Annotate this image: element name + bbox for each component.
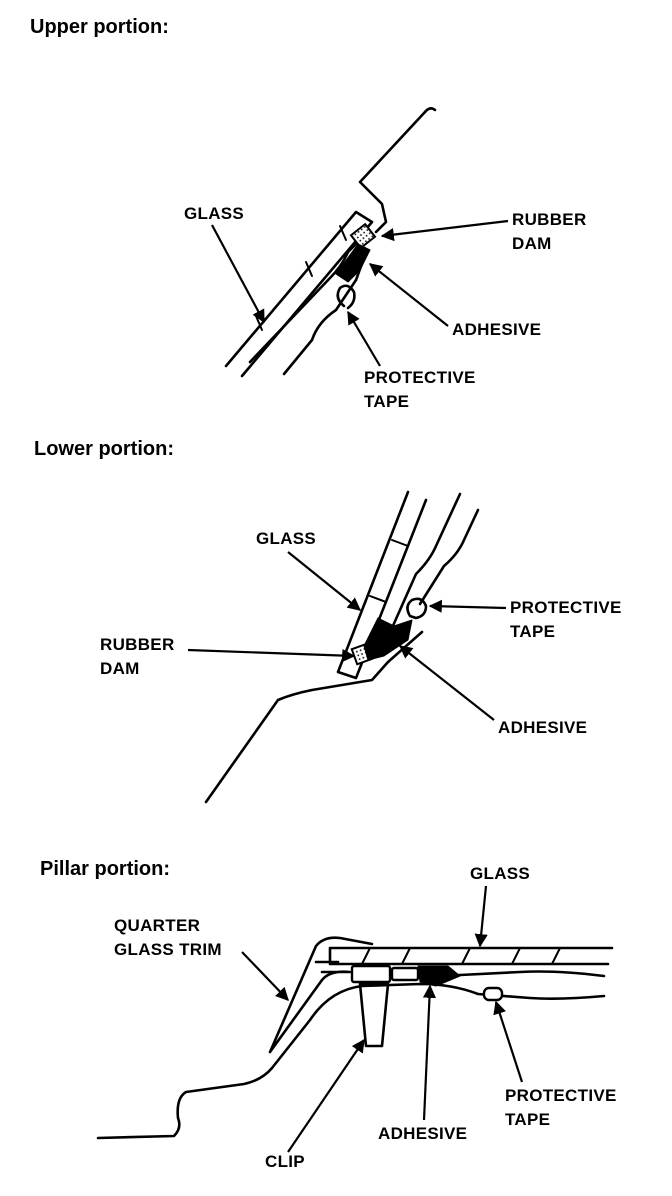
pillar-inner-panel bbox=[438, 970, 606, 978]
lower-protective-tape-label: PROTECTIVE TAPE bbox=[510, 598, 622, 641]
lower-adhesive-label: ADHESIVE bbox=[498, 718, 588, 737]
lower-leader-lines bbox=[187, 551, 507, 721]
upper-protective-tape-label: PROTECTIVE TAPE bbox=[364, 368, 476, 411]
pillar-clip-label: CLIP bbox=[265, 1152, 305, 1171]
pillar-portion-drawing bbox=[96, 936, 614, 1140]
lower-protective-tape bbox=[406, 597, 428, 620]
pillar-glass-label: GLASS bbox=[470, 864, 531, 883]
upper-glass-hatch bbox=[339, 225, 347, 241]
pillar-clip-head bbox=[350, 964, 392, 984]
pillar-glass-hatch bbox=[551, 947, 561, 965]
upper-glass-pane bbox=[224, 210, 374, 378]
pillar-glass-hatch bbox=[401, 947, 411, 965]
upper-body-flange bbox=[248, 236, 364, 364]
upper-roof-panel-end bbox=[423, 107, 437, 114]
upper-protective-tape bbox=[336, 284, 356, 310]
pillar-adhesive-bead bbox=[417, 965, 461, 987]
lower-adhesive-bead bbox=[363, 617, 413, 661]
lower-inner-panel-2 bbox=[418, 508, 480, 606]
upper-glass-label: GLASS bbox=[184, 204, 245, 223]
upper-portion-heading: Upper portion: bbox=[30, 16, 169, 38]
pillar-glass-pane bbox=[328, 946, 614, 966]
pillar-quarter-glass-trim-label: QUARTER GLASS TRIM bbox=[114, 916, 222, 959]
lower-glass-hatch bbox=[391, 539, 409, 547]
upper-roof-panel bbox=[358, 110, 427, 234]
pillar-adhesive-label: ADHESIVE bbox=[378, 1124, 468, 1143]
lower-cowl-panel bbox=[204, 630, 424, 804]
pillar-body-panel bbox=[96, 982, 606, 1140]
upper-leader-lines bbox=[211, 219, 509, 367]
pillar-glass-hatch bbox=[361, 947, 371, 965]
upper-portion-drawing bbox=[224, 107, 437, 378]
upper-adhesive-label: ADHESIVE bbox=[452, 320, 542, 339]
lower-glass-hatch bbox=[369, 595, 387, 603]
lower-portion-heading: Lower portion: bbox=[34, 438, 174, 460]
pillar-quarter-glass-trim bbox=[268, 936, 374, 1054]
pillar-protective-tape bbox=[482, 986, 504, 1002]
lower-inner-panel bbox=[390, 492, 462, 630]
pillar-glass-hatch bbox=[461, 947, 471, 965]
upper-glass-hatch bbox=[305, 261, 313, 277]
pillar-leader-lines bbox=[241, 885, 524, 1153]
upper-inner-panel bbox=[282, 256, 366, 376]
pillar-protective-tape-label: PROTECTIVE TAPE bbox=[505, 1086, 617, 1129]
lower-portion-drawing bbox=[204, 490, 480, 804]
lower-glass-label: GLASS bbox=[256, 529, 317, 548]
upper-adhesive-bead bbox=[335, 243, 371, 283]
pillar-spacer bbox=[390, 966, 420, 982]
pillar-portion-heading: Pillar portion: bbox=[40, 858, 170, 880]
upper-rubber-dam-label: RUBBER DAM bbox=[512, 210, 587, 253]
lower-rubber-dam-label: RUBBER DAM bbox=[100, 635, 175, 678]
lower-glass-pane bbox=[336, 490, 428, 680]
pillar-glass-hatch bbox=[511, 947, 521, 965]
upper-rubber-dam bbox=[349, 222, 377, 250]
